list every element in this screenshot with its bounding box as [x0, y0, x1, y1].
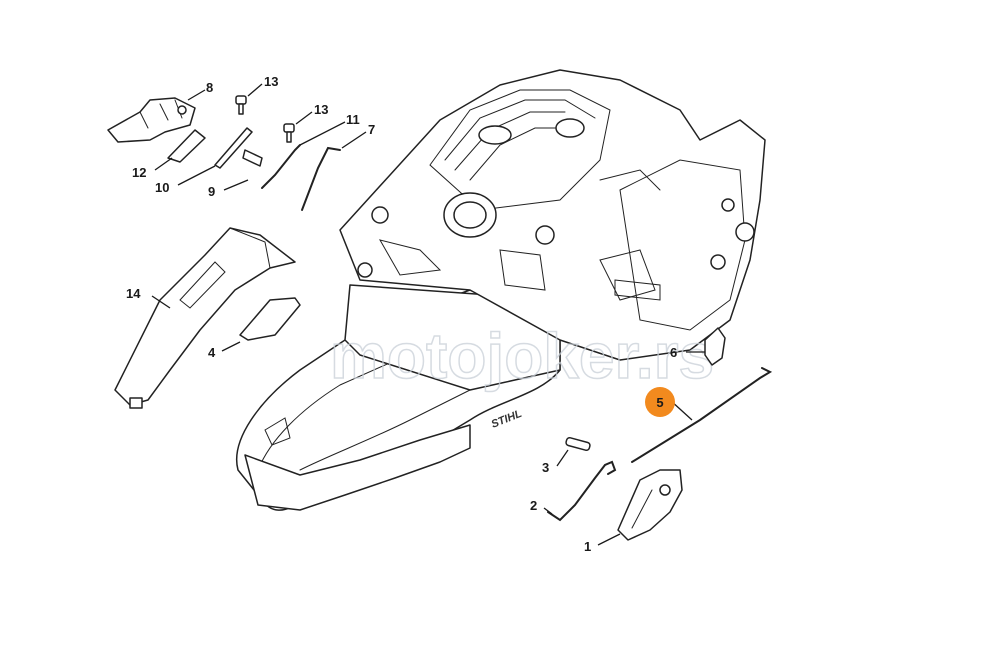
part-6-interlock: [704, 327, 726, 366]
part-label-7: 7: [368, 122, 375, 137]
part-labels: 8 13 13 11 7 12 10 9 14 4 6 3 2 1 5: [126, 74, 677, 554]
part-label-5: 5: [656, 395, 663, 410]
part-label-4: 4: [208, 345, 216, 360]
part-label-2: 2: [530, 498, 537, 513]
part-2-spring: [547, 460, 617, 522]
part-label-9: 9: [208, 184, 215, 199]
highlight-circle: [645, 387, 675, 417]
part-label-13-b: 13: [314, 102, 328, 117]
part-4-cover-plate: [239, 297, 301, 341]
part-label-1: 1: [584, 539, 591, 554]
watermark: motojoker.rs: [330, 320, 714, 392]
part-12-spring-clip: [167, 129, 206, 163]
part-10-rod: [214, 127, 253, 169]
part-label-10: 10: [155, 180, 169, 195]
part-label-11: 11: [346, 112, 360, 127]
part-5-trigger-rod: [631, 367, 773, 463]
part-label-14: 14: [126, 286, 141, 301]
engine-housing: STIHL: [236, 69, 766, 511]
part-label-3: 3: [542, 460, 549, 475]
part-9-rod: [242, 149, 263, 167]
part-8-lever-assembly: [107, 97, 196, 143]
part-13-screw-b: [283, 123, 295, 143]
part-label-6: 6: [670, 345, 677, 360]
part-7-rod: [301, 146, 341, 211]
highlight-marker-5: 5: [645, 387, 675, 417]
part-13-screw-a: [235, 95, 247, 115]
part-label-12: 12: [132, 165, 146, 180]
part-11-rod: [261, 144, 301, 189]
part-3-pin: [565, 436, 591, 452]
part-14-handle-cover: [114, 227, 296, 409]
part-1-trigger: [617, 469, 683, 541]
part-label-13-a: 13: [264, 74, 278, 89]
brand-mark: STIHL: [490, 408, 524, 431]
part-label-8: 8: [206, 80, 213, 95]
leader-lines: [151, 83, 705, 546]
